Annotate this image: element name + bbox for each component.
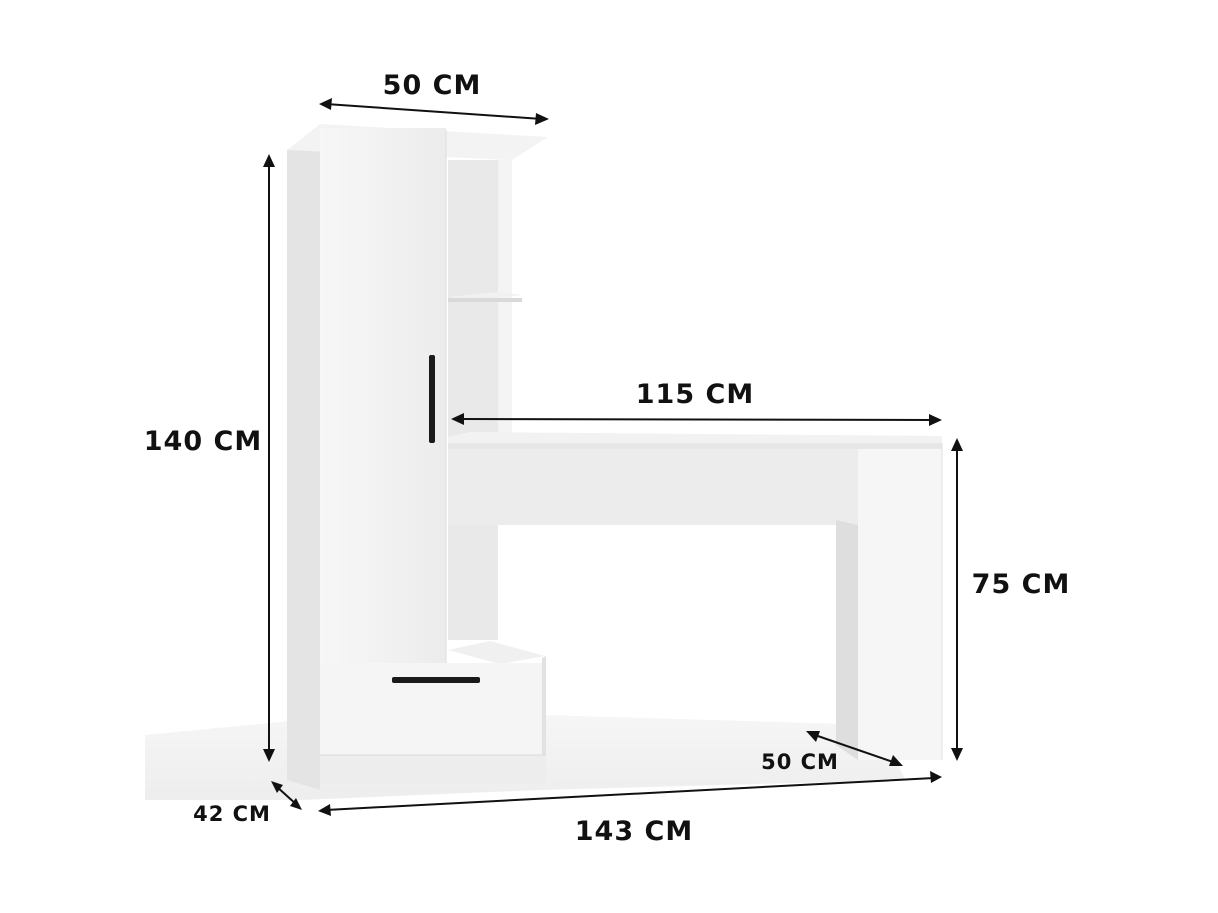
label-desk-height: 75 CM xyxy=(972,569,1071,600)
shelf-back xyxy=(448,160,498,640)
label-desk-depth: 50 CM xyxy=(761,750,839,774)
drawer-handle xyxy=(392,677,480,683)
tall-cabinet xyxy=(287,124,548,790)
label-total-width: 143 CM xyxy=(575,816,693,847)
dimension-top-width xyxy=(319,98,549,125)
cabinet-plinth xyxy=(320,755,546,783)
cabinet-door xyxy=(320,128,446,663)
dimension-desk-depth xyxy=(806,731,903,766)
dimension-total-height xyxy=(263,154,275,762)
lower-cube-top xyxy=(448,641,545,664)
label-total-height: 140 CM xyxy=(144,426,262,457)
label-cabinet-depth: 42 CM xyxy=(193,802,271,826)
drawer-side xyxy=(542,656,546,775)
desk-top-surface xyxy=(448,432,942,443)
desk xyxy=(448,432,943,760)
desk-modesty-panel xyxy=(448,449,858,525)
cabinet-side-panel xyxy=(287,126,320,790)
label-top-width: 50 CM xyxy=(383,70,482,101)
desk-leg xyxy=(858,449,942,760)
door-handle xyxy=(429,355,435,443)
drawer-front xyxy=(320,663,542,755)
dimension-cabinet-depth xyxy=(271,781,302,810)
desk-top-edge xyxy=(448,443,942,449)
label-desk-width: 115 CM xyxy=(636,379,754,410)
dimension-desk-height xyxy=(951,438,963,761)
dimension-desk-width xyxy=(451,413,942,426)
dimension-total-width xyxy=(318,771,942,816)
desk-leg-inner xyxy=(836,520,858,760)
